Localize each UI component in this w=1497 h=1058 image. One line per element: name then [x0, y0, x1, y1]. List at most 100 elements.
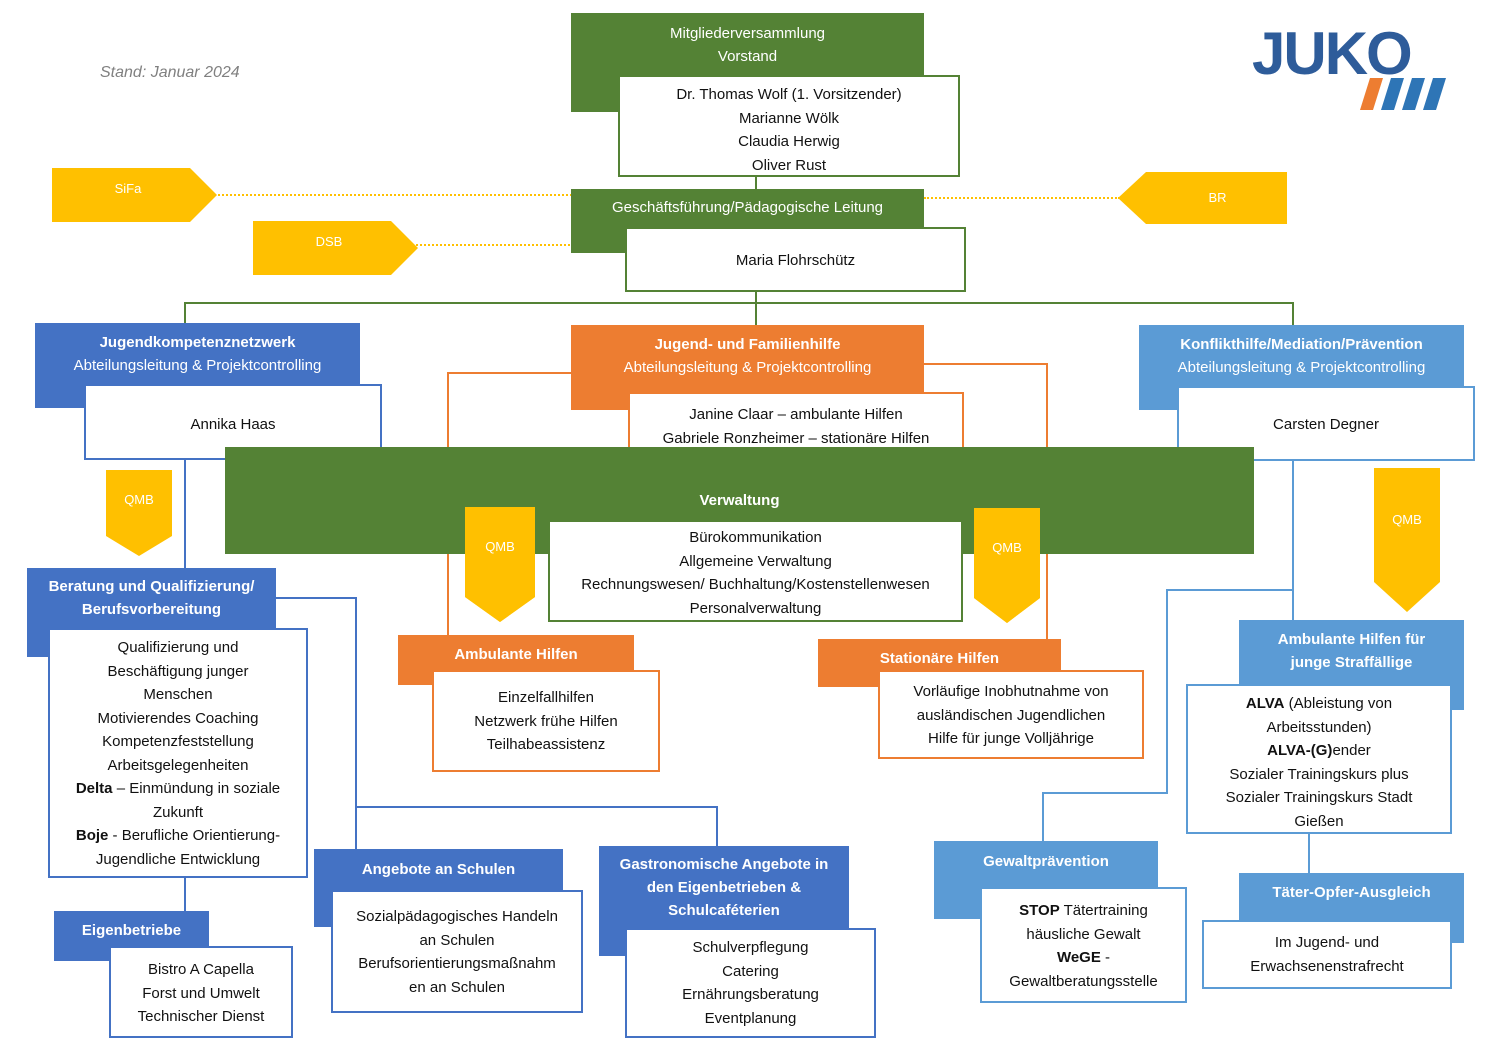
- gastro-title: Schulcaféterien: [668, 902, 780, 919]
- eigen-item: Technischer Dienst: [137, 1008, 265, 1025]
- gastro-title: Gastronomische Angebote in: [619, 856, 829, 873]
- connector-line: [1292, 302, 1294, 326]
- connector-line: [924, 363, 1048, 365]
- connector-line: [1042, 792, 1044, 842]
- stop-name: STOP: [1019, 902, 1060, 919]
- wege-item: WeGE -: [982, 946, 1185, 970]
- connector-line: [924, 197, 1120, 199]
- jfh-leader-name: Janine Claar – ambulante Hilfen: [689, 406, 903, 423]
- verwaltung-item: Bürokommunikation: [689, 529, 822, 546]
- qmb-badge: QMB: [1374, 468, 1440, 612]
- gastro-item: Schulverpflegung: [692, 939, 809, 956]
- amb-title: Ambulante Hilfen: [454, 646, 578, 663]
- sifa-badge: SiFa: [52, 168, 217, 222]
- qmb-badge: QMB: [465, 507, 535, 622]
- beratung-header-overlap: [27, 628, 48, 657]
- beratung-item: Motivierendes Coaching: [97, 709, 259, 727]
- board-member: Oliver Rust: [751, 156, 827, 174]
- connector-line: [355, 597, 357, 850]
- arrow-right-shape: [52, 168, 217, 222]
- alva-item: ALVA (Ableistung von: [1188, 692, 1450, 716]
- br-label: BR: [1208, 189, 1227, 205]
- gewalt-title: Gewaltprävention: [983, 853, 1109, 870]
- verwaltung-item: Rechnungswesen/ Buchhaltung/Kostenstelle…: [581, 576, 930, 593]
- stat-item: ausländischen Jugendlichen: [916, 706, 1106, 724]
- jkn-subtitle: Abteilungsleitung & Projektcontrolling: [73, 357, 322, 374]
- jfh-leader-name: Gabriele Ronzheimer – stationäre Hilfen: [662, 429, 930, 447]
- toa-item: Im Jugend- und: [1274, 934, 1380, 951]
- amb-item: Teilhabeassistenz: [486, 736, 606, 753]
- qmb-label: QMB: [124, 491, 154, 507]
- sifa-label: SiFa: [114, 180, 142, 196]
- arrow-down-shape: [1374, 468, 1440, 612]
- eigen-item: Bistro A Capella: [148, 961, 254, 978]
- boje-desc-cont: Jugendliche Entwicklung: [95, 850, 261, 868]
- verwaltung-box: Bürokommunikation Allgemeine Verwaltung …: [548, 520, 963, 622]
- schulen-item: an Schulen: [419, 931, 495, 949]
- schulen-box: Sozialpädagogisches Handeln an Schulen B…: [331, 890, 583, 1013]
- board-member: Claudia Herwig: [738, 133, 840, 150]
- alva-name: ALVA: [1245, 695, 1285, 712]
- delta-desc-cont: Zukunft: [152, 803, 204, 821]
- stat-item: Hilfe für junge Volljährige: [928, 730, 1094, 747]
- qmb-label: QMB: [485, 538, 515, 554]
- amb-item: Einzelfallhilfen: [498, 689, 594, 706]
- boje-name: Boje: [75, 827, 109, 844]
- gastro-item: Ernährungsberatung: [682, 986, 819, 1003]
- ambstraf-item: Sozialer Trainingskurs Stadt: [1225, 789, 1413, 806]
- gf-name: Maria Flohrschütz: [735, 252, 856, 269]
- ambulante-hilfen-box: Einzelfallhilfen Netzwerk frühe Hilfen T…: [432, 670, 660, 772]
- delta-desc: – Einmündung in soziale: [112, 780, 281, 797]
- dsb-badge: DSB: [253, 221, 418, 275]
- verwaltung-item: Personalverwaltung: [689, 599, 822, 617]
- connector-line: [1292, 459, 1294, 622]
- connector-line: [1167, 589, 1294, 591]
- juko-logo: JUKO: [1250, 20, 1450, 115]
- delta-name: Delta: [75, 780, 113, 797]
- beratung-item: Menschen: [143, 686, 213, 703]
- beratung-title: Beratung und Qualifizierung/: [48, 578, 255, 595]
- connector-line: [355, 806, 718, 808]
- arrow-down-shape: [106, 470, 172, 556]
- board-member: Dr. Thomas Wolf (1. Vorsitzender): [676, 86, 902, 103]
- toa-title: Täter-Opfer-Ausgleich: [1272, 884, 1431, 901]
- stand-date: Stand: Januar 2024: [100, 64, 240, 81]
- verwaltung-title: Verwaltung: [699, 492, 780, 509]
- stat-item: Vorläufige Inobhutnahme von: [913, 683, 1109, 700]
- qmb-badge: QMB: [974, 508, 1040, 623]
- connector-line: [184, 459, 186, 569]
- arrow-left-shape: [1118, 172, 1287, 224]
- jfh-title: Jugend- und Familienhilfe: [654, 336, 841, 353]
- schulen-item: Sozialpädagogisches Handeln: [356, 908, 558, 925]
- stop-desc: Tätertraining: [1059, 902, 1148, 919]
- stop-desc-cont: häusliche Gewalt: [1026, 925, 1141, 943]
- boje-item: Boje - Berufliche Orientierung-: [50, 824, 306, 848]
- gastro-box: Schulverpflegung Catering Ernährungsbera…: [625, 928, 876, 1038]
- svg-text:JUKO: JUKO: [1252, 20, 1411, 87]
- qmb-label: QMB: [992, 539, 1022, 555]
- connector-line: [184, 302, 186, 324]
- beratung-item: Beschäftigung junger: [107, 662, 249, 680]
- eigenbetriebe-box: Bistro A Capella Forst und Umwelt Techni…: [109, 946, 293, 1038]
- stop-item: STOP Tätertraining: [982, 899, 1185, 923]
- arrow-right-shape: [253, 221, 418, 275]
- connector-line: [755, 175, 757, 190]
- connector-line: [447, 372, 573, 374]
- gastro-item: Eventplanung: [704, 1009, 797, 1027]
- boje-desc: - Berufliche Orientierung-: [108, 827, 281, 844]
- stationaere-hilfen-box: Vorläufige Inobhutnahme von ausländische…: [878, 670, 1144, 759]
- mv-title: Mitgliederversammlung: [669, 25, 826, 42]
- gastro-title: den Eigenbetrieben &: [646, 879, 802, 896]
- beratung-item: Arbeitsgelegenheiten: [107, 756, 249, 774]
- dsb-label: DSB: [315, 233, 343, 249]
- schulen-title: Angebote an Schulen: [361, 861, 516, 878]
- jkn-leader-name: Annika Haas: [190, 416, 276, 433]
- beratung-box: Qualifizierung und Beschäftigung junger …: [48, 628, 308, 878]
- connector-line: [716, 806, 718, 846]
- board-member: Marianne Wölk: [738, 109, 840, 127]
- connector-line: [416, 244, 626, 246]
- jfh-subtitle: Abteilungsleitung & Projektcontrolling: [623, 359, 872, 376]
- alvag-desc: ender: [1332, 742, 1371, 759]
- wege-desc: -: [1100, 949, 1111, 966]
- br-badge: BR: [1118, 172, 1287, 224]
